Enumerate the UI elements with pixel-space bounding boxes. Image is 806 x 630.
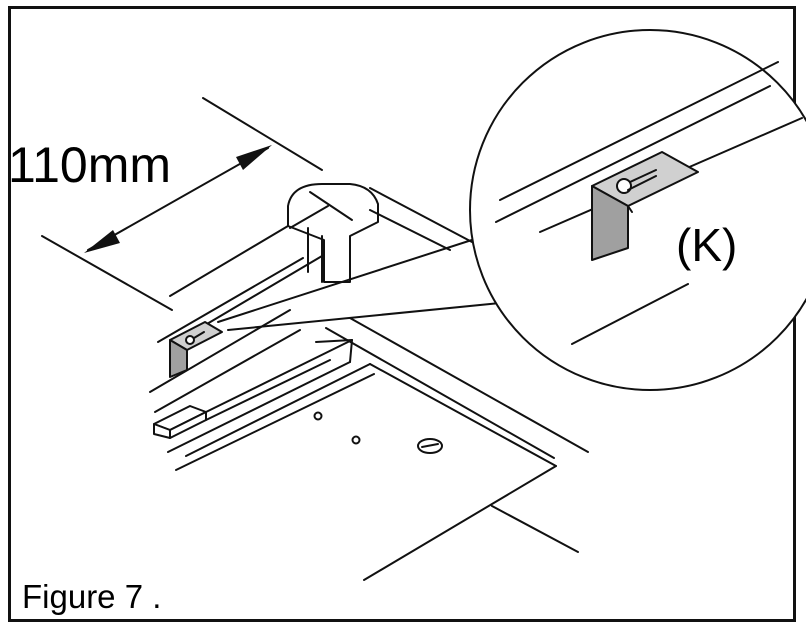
bracket-large-face — [591, 185, 629, 261]
cabinet-back-line — [369, 187, 473, 243]
callout-line-upper — [217, 237, 479, 323]
rail-top — [289, 205, 329, 229]
screw-hole-2 — [351, 435, 361, 445]
cabinet-top-edge — [185, 363, 371, 457]
rail-lower — [167, 361, 351, 453]
keyhole-icon — [185, 331, 205, 345]
duct-inner — [309, 191, 353, 221]
rail-upper — [205, 339, 353, 413]
worktop-front-edge — [149, 309, 291, 393]
bracket-small — [169, 321, 223, 378]
cabinet-body — [175, 317, 589, 581]
magnifier-circle — [469, 29, 806, 391]
small-block — [153, 339, 353, 453]
rail-back-edge — [157, 257, 304, 343]
detail-edge-4 — [571, 283, 689, 345]
rail-end — [315, 339, 353, 343]
duct-rail-2 — [189, 255, 323, 335]
magnified-detail — [469, 29, 806, 391]
rail-lower-2 — [205, 359, 331, 421]
worktop-front-edge-lower — [154, 329, 301, 413]
duct-rail — [169, 225, 289, 297]
worktop-edge — [149, 187, 473, 413]
cabinet-front-edge — [363, 465, 557, 581]
bracket-small-face — [169, 339, 188, 378]
dimension-110mm — [41, 97, 323, 311]
cabinet-right-edge — [369, 363, 557, 467]
callout-line-lower — [227, 301, 511, 331]
detail-edge-1 — [499, 61, 779, 201]
cabinet-back-line-2 — [369, 209, 451, 251]
cabinet-line-1 — [325, 327, 555, 459]
dimension-arrow-icon — [84, 230, 120, 253]
part-label-k: (K) — [676, 219, 738, 271]
bracket-large-fold — [627, 205, 633, 213]
duct-top — [287, 183, 379, 283]
screw-head-icon — [417, 438, 443, 454]
screw-hole-1 — [313, 411, 323, 421]
detail-edge-2 — [495, 85, 771, 223]
cabinet-line-2 — [349, 317, 589, 453]
rail-end-2 — [349, 339, 353, 363]
extension-line-right — [202, 97, 323, 171]
dimension-arrow-icon — [236, 145, 272, 170]
cabinet-side — [491, 505, 579, 553]
keyhole-icon — [616, 169, 657, 194]
figure-caption: Figure 7 . — [22, 578, 162, 615]
dimension-line — [87, 147, 269, 251]
cabinet-top-edge-2 — [175, 373, 375, 471]
duct-block — [169, 183, 379, 335]
extension-line-left — [41, 235, 173, 311]
dimension-label: 110mm — [8, 137, 172, 193]
